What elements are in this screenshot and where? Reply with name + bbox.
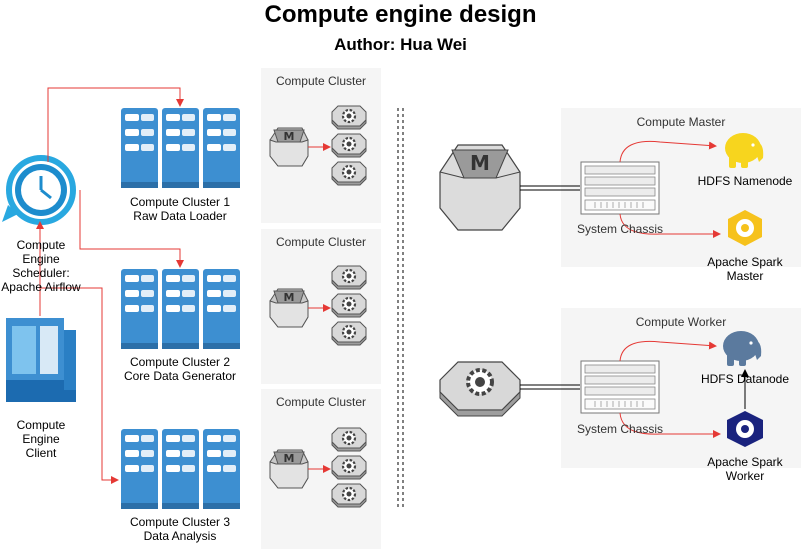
master-connector bbox=[520, 185, 580, 191]
spark-worker-icon bbox=[727, 411, 763, 447]
cluster-2-label: Compute Cluster 2 Core Data Generator bbox=[123, 355, 237, 383]
hadoop-elephant-icon bbox=[723, 331, 762, 366]
client-label: Compute Engine Client bbox=[16, 418, 66, 460]
master-node-icon bbox=[269, 288, 309, 328]
compute-cluster-panel-label: Compute Cluster bbox=[275, 74, 367, 88]
compute-cluster-panel-label: Compute Cluster bbox=[275, 395, 367, 409]
system-chassis-icon bbox=[580, 360, 660, 414]
compute-master-title: Compute Master bbox=[636, 115, 726, 129]
scheduler-label: Compute Engine Scheduler: Apache Airflow bbox=[1, 238, 81, 294]
spark-worker-label: Apache Spark Worker bbox=[707, 455, 783, 483]
svg-text:M: M bbox=[470, 151, 490, 175]
worker-node-icon bbox=[330, 482, 368, 509]
author-line: Author: Hua Wei bbox=[334, 35, 467, 54]
divider-line bbox=[397, 108, 404, 508]
cluster-arrows bbox=[308, 143, 331, 473]
compute-cluster-panel-label: Compute Cluster bbox=[275, 235, 367, 249]
cluster-3-label: Compute Cluster 3 Data Analysis bbox=[129, 515, 231, 543]
compute-worker-title: Compute Worker bbox=[635, 315, 727, 329]
worker-node-icon bbox=[330, 426, 368, 453]
hdfs-datanode-label: HDFS Datanode bbox=[700, 372, 790, 386]
spark-master-icon bbox=[728, 210, 762, 246]
client-app-icon bbox=[6, 318, 76, 402]
service-arrows bbox=[619, 140, 721, 438]
scheduler-arrows bbox=[36, 87, 184, 484]
server-rack-icon bbox=[121, 108, 240, 188]
master-node-icon bbox=[269, 449, 309, 489]
master-node-icon bbox=[269, 127, 309, 167]
server-rack-icon bbox=[121, 269, 240, 349]
cluster-1-label: Compute Cluster 1 Raw Data Loader bbox=[129, 195, 231, 223]
worker-node-icon bbox=[439, 361, 521, 417]
clock-icon bbox=[2, 155, 76, 225]
worker-node-icon bbox=[330, 132, 368, 159]
worker-connector bbox=[520, 384, 580, 390]
hadoop-elephant-icon bbox=[725, 133, 764, 168]
worker-node-icon bbox=[330, 104, 368, 131]
spark-master-label: Apache Spark Master bbox=[707, 255, 783, 283]
worker-node-icon bbox=[330, 292, 368, 319]
page-title: Compute engine design bbox=[264, 1, 537, 28]
master-chassis-label: System Chassis bbox=[576, 222, 664, 236]
system-chassis-icon bbox=[580, 161, 660, 215]
worker-chassis-label: System Chassis bbox=[576, 422, 664, 436]
master-node-icon: M bbox=[439, 144, 521, 231]
hdfs-namenode-label: HDFS Namenode bbox=[697, 174, 793, 188]
worker-node-icon bbox=[330, 160, 368, 187]
worker-node-icon bbox=[330, 320, 368, 347]
server-rack-icon bbox=[121, 429, 240, 509]
worker-node-icon bbox=[330, 454, 368, 481]
worker-node-icon bbox=[330, 264, 368, 291]
